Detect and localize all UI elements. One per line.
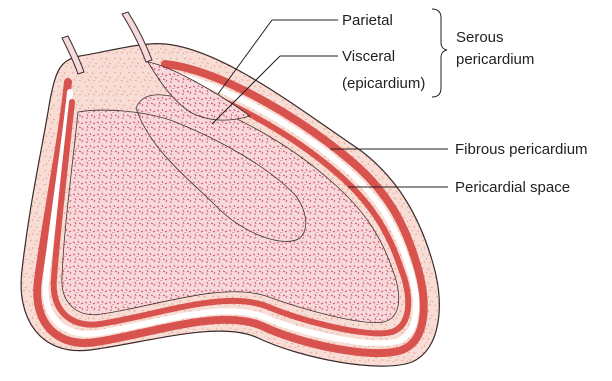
serous-label-line2: pericardium	[456, 51, 534, 68]
visceral-label-line1: Visceral	[342, 48, 395, 65]
parietal-label: Parietal	[342, 12, 393, 29]
serous-bracket	[432, 9, 447, 97]
heart-tissue	[62, 95, 399, 323]
space-label: Pericardial space	[455, 179, 570, 196]
serous-label-line1: Serous	[456, 29, 504, 46]
fibrous-label: Fibrous pericardium	[455, 141, 588, 158]
visceral-label-line2: (epicardium)	[342, 75, 425, 92]
